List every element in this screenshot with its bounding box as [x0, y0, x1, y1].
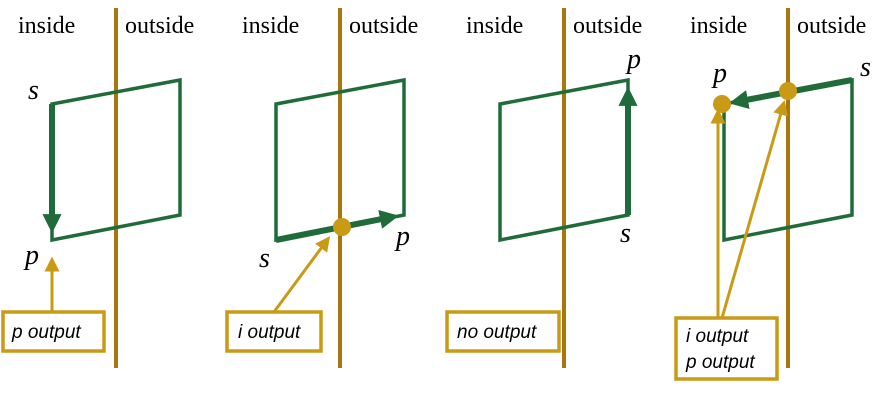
output-text: p output: [11, 322, 81, 343]
intersection-point: [333, 218, 351, 236]
vertex-p-label: p: [23, 240, 39, 271]
output-box: [1, 310, 106, 353]
inside-label: inside: [690, 13, 747, 39]
output-box: [445, 310, 561, 353]
vertex-s-label: s: [28, 75, 39, 106]
polygon-shape: [274, 77, 406, 243]
output-pointer-arrow-i: [720, 100, 788, 319]
output-vertex-point: [713, 95, 731, 113]
inside-label: inside: [466, 13, 523, 39]
panel-case-2: inside outside s p i output: [225, 8, 418, 368]
output-text: no output: [457, 322, 537, 343]
vertex-s-label: s: [259, 243, 270, 274]
intersection-point: [779, 82, 797, 100]
output-text-line-2: p output: [685, 352, 755, 373]
vertex-p-label: p: [625, 44, 641, 75]
outside-label: outside: [573, 13, 642, 39]
output-text: i output: [238, 322, 301, 343]
outside-label: outside: [797, 13, 866, 39]
outside-label: outside: [125, 13, 194, 39]
vertex-p-label: p: [394, 221, 410, 252]
outside-label: outside: [349, 13, 418, 39]
inside-label: inside: [242, 13, 299, 39]
panel-case-4: inside outside p s i output p output: [674, 8, 871, 381]
edge-arrow: [275, 209, 399, 243]
panel-case-1: inside outside s p p output: [1, 8, 194, 368]
vertex-s-label: s: [860, 52, 871, 83]
panel-case-3: inside outside p s no output: [445, 8, 642, 368]
vertex-p-label: p: [711, 58, 727, 89]
output-box: [674, 316, 779, 381]
output-box: [225, 310, 323, 353]
output-text-line-1: i output: [686, 326, 749, 347]
edge-arrow: [729, 77, 853, 110]
vertex-s-label: s: [620, 218, 631, 249]
inside-label: inside: [18, 13, 75, 39]
output-pointer-arrow: [272, 236, 331, 313]
